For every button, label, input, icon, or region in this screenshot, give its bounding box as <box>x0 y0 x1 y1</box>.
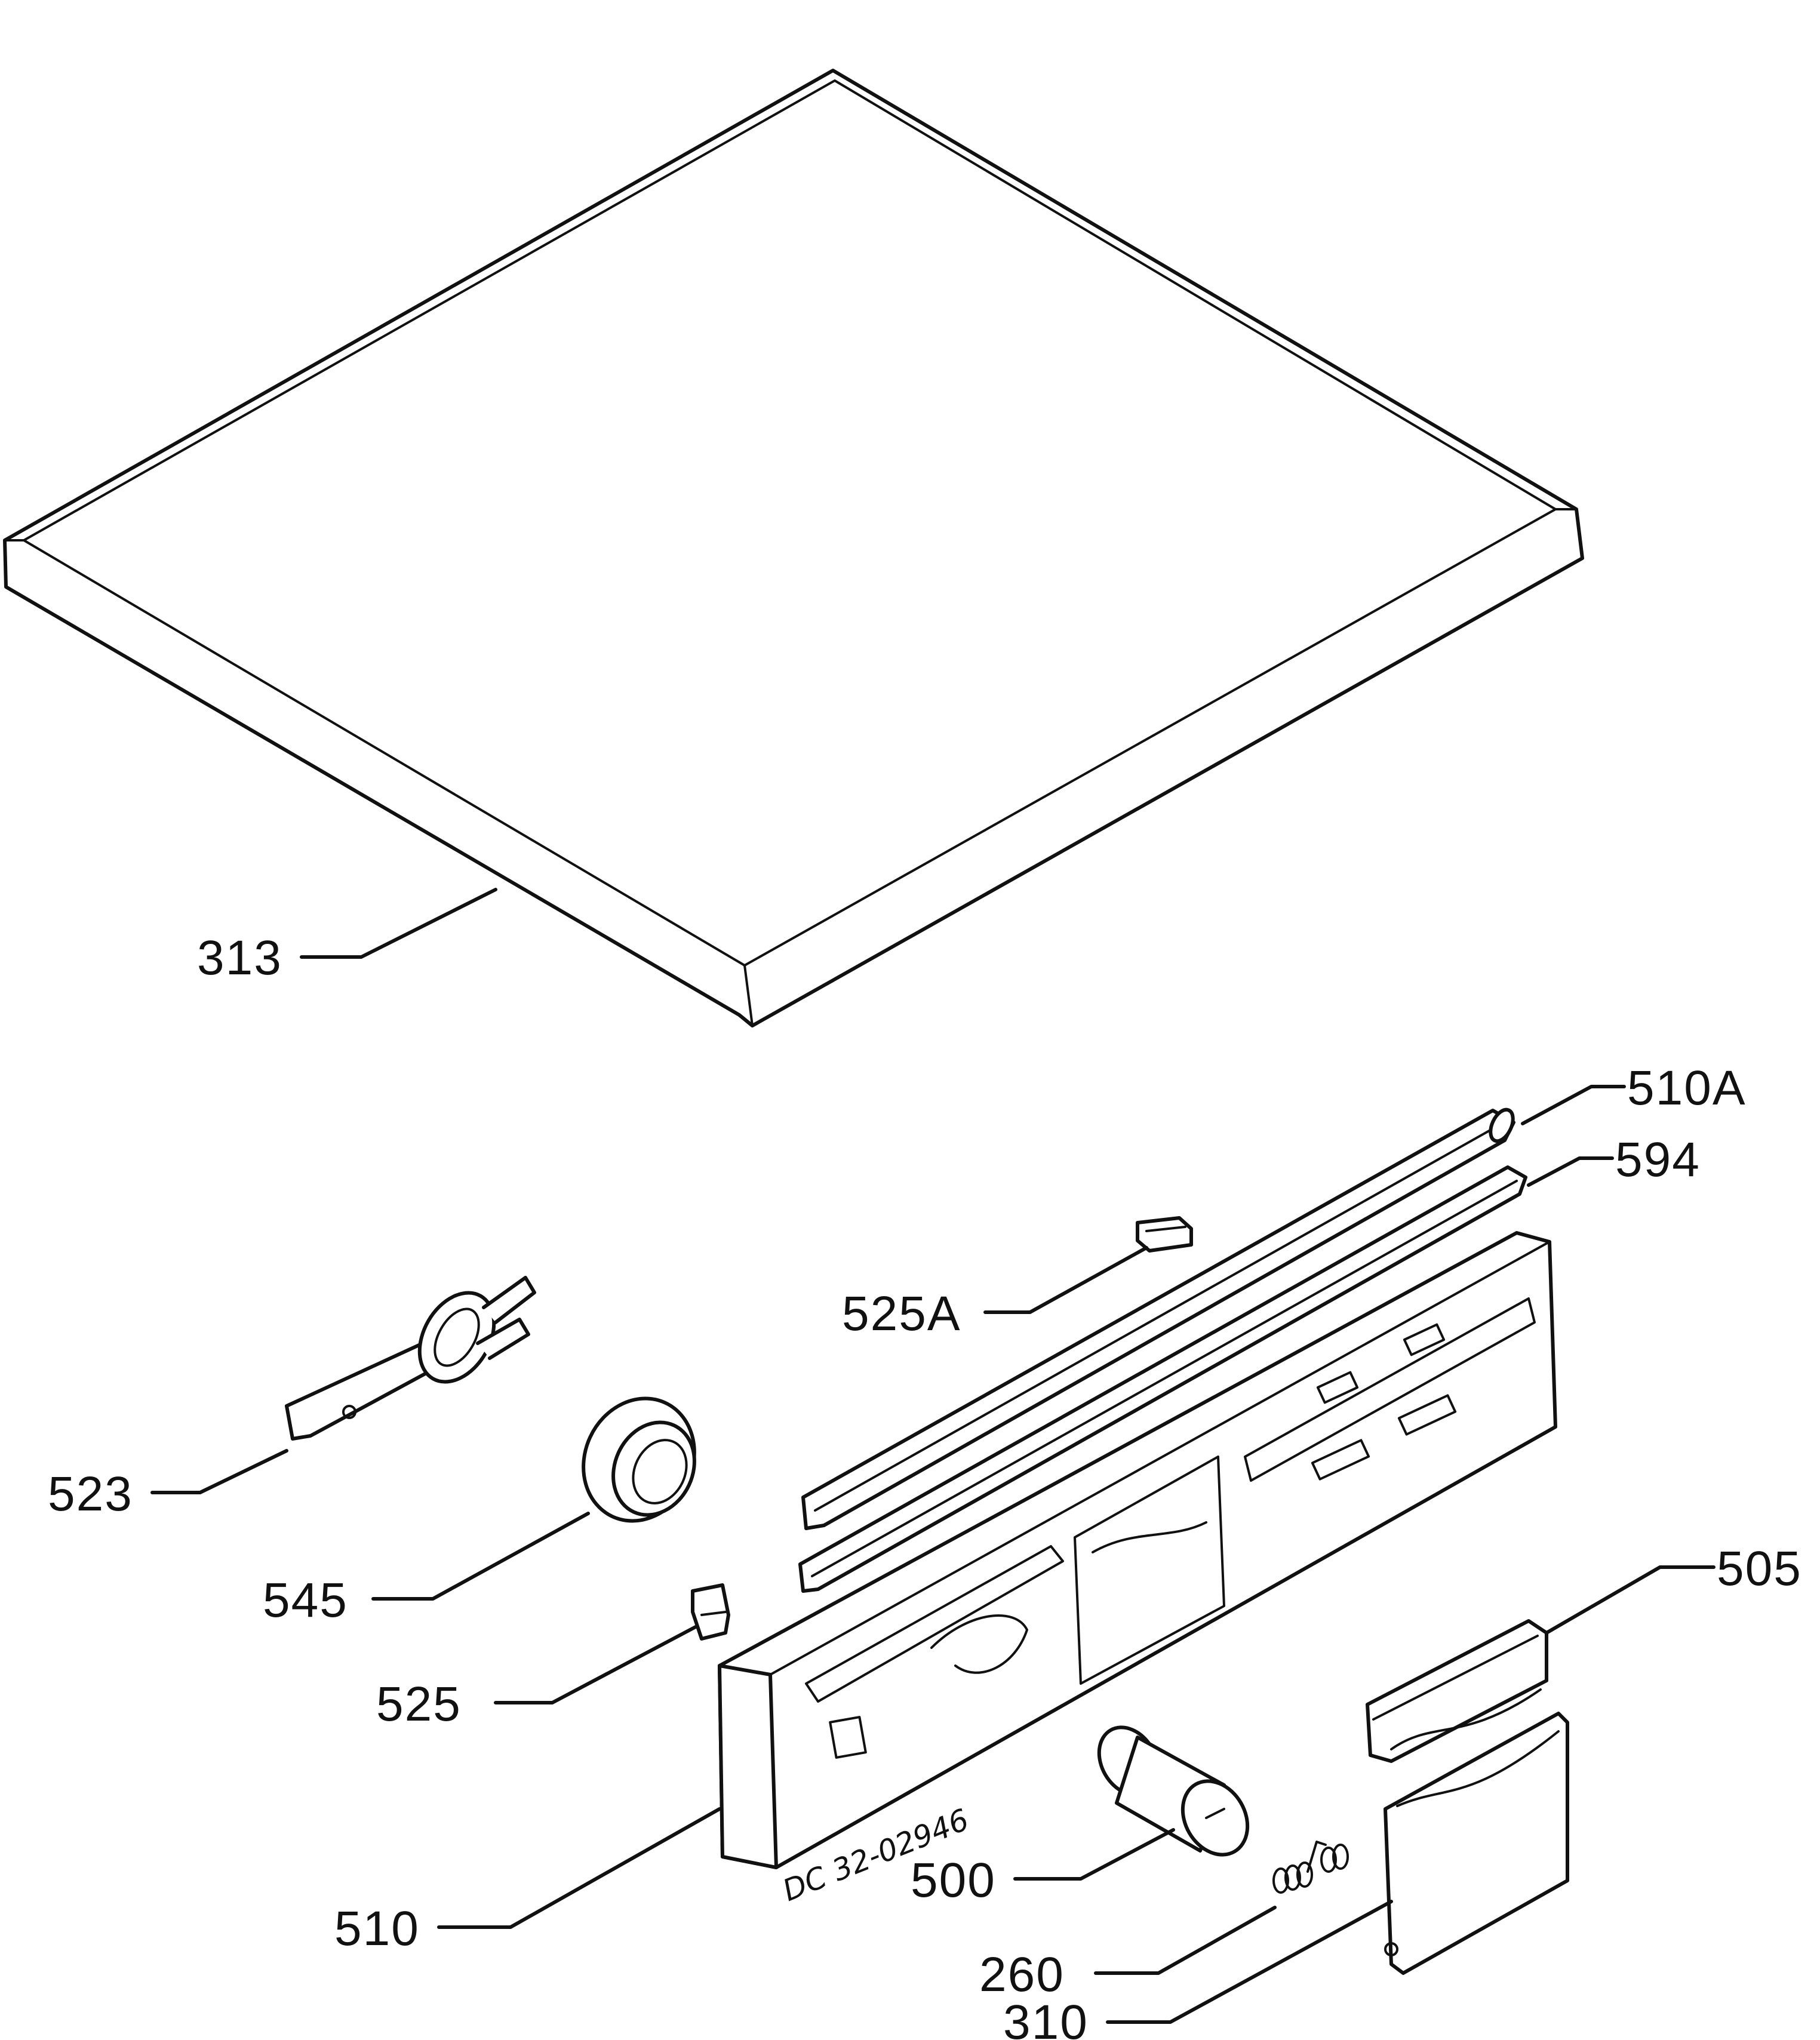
part-313-top-cover <box>3 69 1584 1027</box>
label-523: 523 <box>48 1467 133 1521</box>
part-525A-clip <box>1136 1216 1193 1253</box>
part-510A-strip <box>801 1107 1515 1530</box>
part-500-knob <box>1097 1725 1250 1857</box>
label-594: 594 <box>1615 1133 1701 1187</box>
part-505-bracket <box>1366 1619 1548 1763</box>
part-525-switch <box>691 1583 730 1641</box>
part-510-control-panel <box>718 1231 1557 1869</box>
label-505: 505 <box>1717 1541 1802 1596</box>
part-545-knob <box>582 1396 696 1523</box>
label-260: 260 <box>979 1947 1065 2002</box>
label-313: 313 <box>197 931 282 985</box>
label-525: 525 <box>376 1677 462 1731</box>
label-510: 510 <box>334 1901 420 1956</box>
part-310-door-cover <box>1384 1712 1569 1975</box>
label-545: 545 <box>263 1573 348 1627</box>
part-594-strip <box>798 1165 1527 1593</box>
label-525A: 525A <box>842 1287 961 1341</box>
leader-lines <box>150 888 1716 2024</box>
label-310: 310 <box>1003 1995 1089 2040</box>
label-500: 500 <box>911 1853 996 1907</box>
part-523-lever <box>285 1276 536 1441</box>
part-260-spring <box>1272 1841 1349 1894</box>
label-510A: 510A <box>1627 1061 1747 1115</box>
